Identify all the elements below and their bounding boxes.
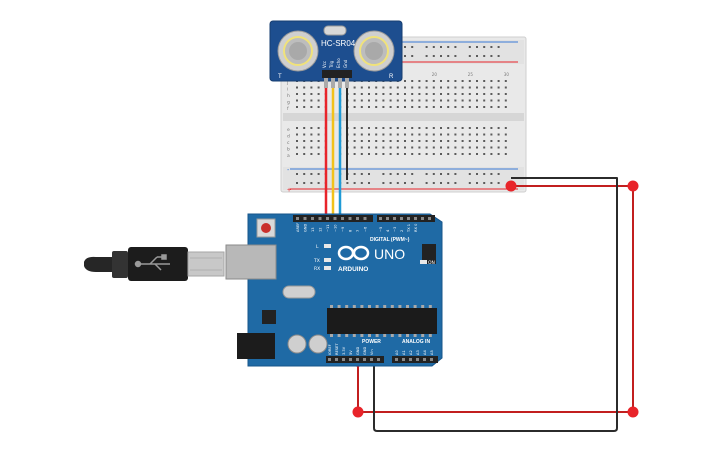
power-pin-label: IOREF: [328, 344, 332, 355]
sensor-pin-vcc: Vcc: [322, 61, 327, 68]
usb-cable[interactable]: [84, 247, 225, 281]
sensor-t-mark: T: [278, 74, 282, 80]
arduino-logo-icon: [337, 245, 370, 261]
power-header[interactable]: [326, 356, 384, 363]
digital-pin-label: RX 0: [414, 223, 418, 232]
digital-header[interactable]: [293, 215, 373, 222]
digital-pin-label: AREF: [296, 223, 300, 232]
digital-pin-label: ~10: [334, 224, 338, 232]
breadboard-row-label: g: [287, 101, 290, 106]
analog-pin-label: A4: [423, 350, 427, 355]
digital-pin-label: 4: [386, 229, 390, 232]
wire-node: [352, 406, 364, 418]
rail-minus-label: -: [287, 167, 290, 174]
breadboard-row-label: i: [287, 87, 288, 93]
breadboard-row-label: c: [287, 141, 290, 146]
wire-node: [627, 180, 639, 192]
brand-label: ARDUINO: [338, 266, 368, 273]
wires[interactable]: [324, 88, 639, 432]
power-label: POWER: [362, 339, 381, 345]
led-l: [324, 244, 331, 248]
led-label-l: L: [316, 244, 319, 250]
chip-pins: [330, 305, 432, 337]
breadboard-row-label: b: [287, 147, 290, 153]
digital-pin-label: 8: [349, 229, 353, 232]
usb-icon: [134, 254, 170, 271]
led-label-on: ON: [428, 260, 435, 266]
breadboard-column-label: 25: [468, 72, 474, 77]
power-pin-label: 3.3V: [342, 346, 346, 355]
analog-header[interactable]: [392, 356, 438, 363]
power-pin-label: RESET: [335, 343, 339, 355]
rail-plus-label: +: [287, 187, 291, 194]
breadboard-column-label: 30: [504, 72, 510, 77]
wire-node: [505, 180, 517, 192]
analog-pin-label: A1: [402, 350, 406, 355]
usb-b-port[interactable]: [225, 244, 277, 280]
digital-pin-label: ~5: [379, 227, 383, 232]
breadboard-column-label: 20: [432, 72, 438, 77]
sensor-pin-echo: Echo: [336, 58, 341, 68]
breadboard-row-label: e: [287, 128, 290, 133]
power-pin-label: 5V: [349, 350, 353, 355]
wire-black-rail-gnd: [373, 177, 618, 432]
digital-pin-label: ~9: [341, 226, 345, 232]
led-tx: [324, 258, 331, 262]
breadboard-row-label: d: [287, 134, 290, 140]
breadboard-row-label: f: [287, 106, 289, 112]
breadboard-row-label: j: [286, 80, 288, 86]
led-label-tx: TX: [313, 258, 320, 264]
digital-pin-label: 2: [400, 230, 404, 232]
analog-label: ANALOG IN: [402, 339, 430, 345]
digital-pin-label: GND: [304, 224, 308, 232]
digital-pin-label: 13: [311, 227, 315, 232]
sensor-model-label: HC-SR04: [321, 39, 356, 48]
sensor-pin-gnd: Gnd: [343, 59, 348, 68]
led-on: [420, 260, 427, 264]
power-pin-label: GND: [363, 347, 367, 355]
sensor-r-mark: R: [389, 74, 394, 80]
led-label-rx: RX: [314, 266, 320, 272]
digital-pin-label: ~6: [364, 226, 368, 232]
breadboard-row-label: h: [287, 93, 290, 99]
led-rx: [324, 266, 331, 270]
analog-pin-label: A0: [395, 350, 399, 355]
wire-node: [627, 406, 639, 418]
digital-pin-label: 12: [319, 227, 323, 232]
digital-pin-label: ~11: [326, 224, 330, 232]
arduino-uno-board[interactable]: ARDUINO UNO DIGITAL (PWM~) POWER ANALOG …: [225, 213, 443, 367]
microcontroller-chip: [327, 308, 437, 334]
digital-pin-label: ~3: [393, 227, 397, 232]
hc-sr04-sensor[interactable]: HC-SR04 T R Vcc Trig Echo Gnd: [269, 20, 403, 88]
header-holes: [296, 217, 433, 361]
analog-pin-label: A5: [430, 350, 434, 355]
analog-pin-label: A3: [416, 350, 420, 355]
power-jack[interactable]: [237, 333, 275, 359]
analog-pin-label: A2: [409, 350, 413, 355]
model-label: UNO: [374, 246, 405, 262]
power-pin-label: GND: [356, 347, 360, 355]
power-pin-label: Vin: [370, 349, 374, 355]
digital-pin-label: TX 1: [407, 224, 411, 233]
digital-pin-label: 7: [356, 230, 360, 232]
digital-label: DIGITAL (PWM~): [370, 237, 410, 243]
sensor-pin-trig: Trig: [329, 60, 334, 69]
breadboard-row-label: a: [287, 154, 290, 159]
digital-header-2[interactable]: [377, 215, 435, 222]
